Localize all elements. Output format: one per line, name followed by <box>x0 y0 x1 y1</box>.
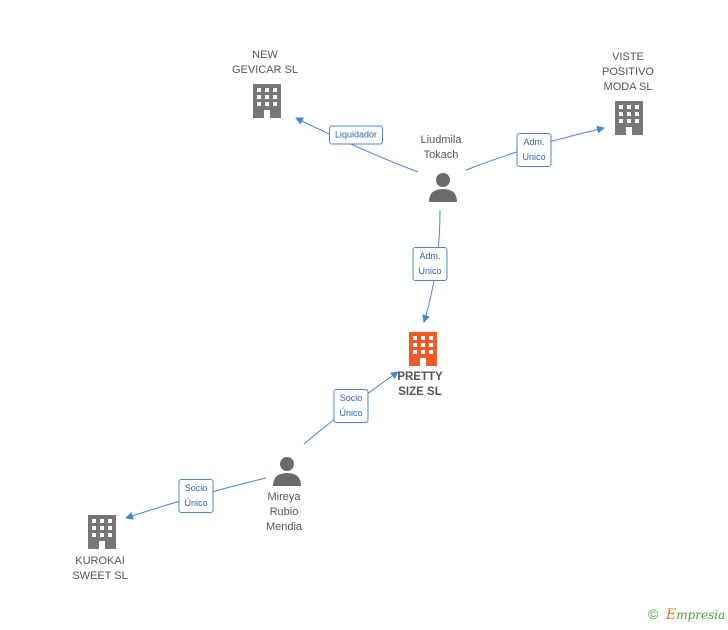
node-label-viste-positivo: VISTE POSITIVO MODA SL <box>602 51 654 93</box>
edge-label-liquidador[interactable]: Liquidador <box>328 125 384 145</box>
building-icon[interactable] <box>613 100 645 136</box>
person-icon[interactable] <box>272 456 302 486</box>
node-label-mireya: Mireya Rubio Mendia <box>265 491 303 533</box>
building-main-icon[interactable] <box>407 331 439 367</box>
node-label-kurokai: KUROKAI SWEET SL <box>72 555 128 582</box>
edge-label-adm-pretty[interactable]: Adm. Unico <box>412 247 448 281</box>
edge-label-socio-kurokai[interactable]: Socio Único <box>178 479 214 513</box>
edge-label-socio-pretty[interactable]: Socio Único <box>333 389 369 423</box>
person-icon[interactable] <box>428 172 458 202</box>
brand-logo: Empresia <box>666 607 726 623</box>
node-label-new-gevicar: NEW GEVICAR SL <box>231 49 299 76</box>
edge-liquidador <box>295 117 419 173</box>
node-label-liudmila: Liudmila Tokach <box>420 134 462 161</box>
footer-brand[interactable]: © Empresia <box>638 604 728 626</box>
copyright-icon: © <box>648 606 659 622</box>
edge-label-adm-viste[interactable]: Adm. Unico <box>516 133 552 167</box>
node-label-pretty-size: PRETTY SIZE SL <box>397 371 443 398</box>
building-icon[interactable] <box>251 83 283 119</box>
building-icon[interactable] <box>86 514 118 550</box>
